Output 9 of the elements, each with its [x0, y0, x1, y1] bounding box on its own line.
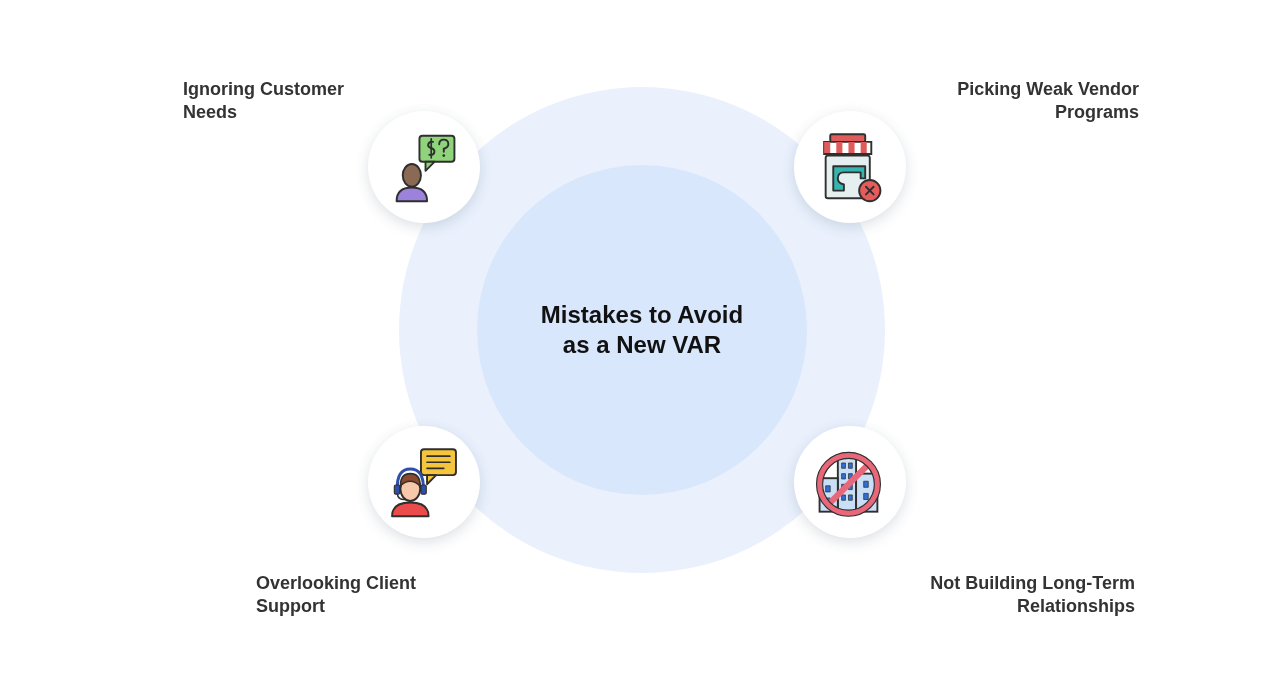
- icon-disc: [794, 426, 906, 538]
- item-heading: Picking Weak Vendor Programs: [956, 78, 1139, 124]
- icon-disc: [794, 111, 906, 223]
- item-heading: Overlooking Client Support: [256, 572, 418, 618]
- icon-disc: [368, 111, 480, 223]
- item-heading: Not Building Long-Term Relationships: [929, 572, 1135, 618]
- center-title: Mistakes to Avoid as a New VAR: [539, 300, 745, 360]
- icon-disc: [368, 426, 480, 538]
- item-heading: Ignoring Customer Needs: [183, 78, 345, 124]
